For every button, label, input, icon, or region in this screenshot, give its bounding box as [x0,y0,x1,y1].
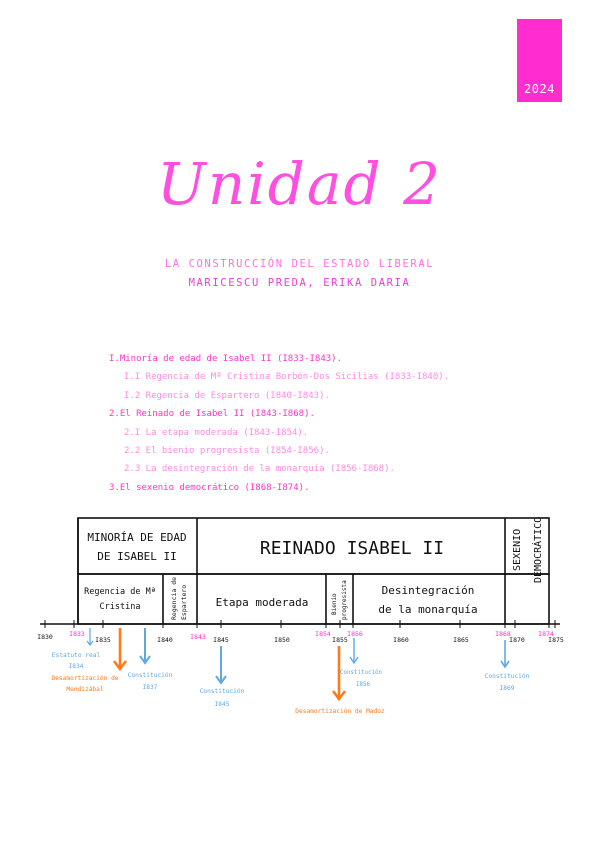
arrow-head [139,655,151,665]
event-mendizabal-line1: Desamortización de [51,674,118,682]
tick-label: I856 [347,630,363,638]
tick-label: I860 [393,636,409,644]
page-subtitle: LA CONSTRUCCIÓN DEL ESTADO LIBERAL [164,258,435,270]
toc-item: 3.El sexenio democrático (I868-I874). [109,482,310,493]
arrow-head [349,656,359,665]
header-sexenio-line2: DEMOCRÁTICO [531,517,544,583]
toc-item: 2.El Reinado de Isabel II (I843-I868). [109,409,315,420]
period-regencia-esp-line1: Regencia de [170,577,178,620]
toc-item: 2.3 La desintegración de la monarquía (I… [124,464,395,475]
event-const1856-line1: Constitución [340,669,382,676]
arrow-head [86,640,94,646]
period-regencia-esp-line2: Espartero [180,585,188,620]
period-regencia-mc-line2: Cristina [100,602,141,612]
toc-item: I.Minoría de edad de Isabel II (I833-I84… [109,354,342,364]
tick-label: I840 [157,636,173,644]
tick-label: I868 [495,630,511,638]
tick-label: I835 [95,636,111,644]
tick-label: I854 [315,630,331,638]
tick-labels: I830 I833 I835 I840 I843 I845 I850 I854 … [37,630,564,644]
year-label: 2024 [524,82,555,96]
event-const1837-line1: Constitución [128,671,173,679]
period-etapa-moderada: Etapa moderada [216,596,309,609]
event-estatuto-line2: I834 [69,663,84,670]
arrow-head [500,660,510,669]
event-const1869-line2: I869 [500,685,515,692]
tick-label: I833 [69,630,85,638]
header-minoria-line2: DE ISABEL II [97,550,176,563]
author-name: MARICESCU PREDA, ERIKA DARIA [188,277,411,289]
event-const1845-line2: I845 [215,701,230,708]
tick-label: I843 [190,633,206,641]
period-desint-line1: Desintegración [382,584,475,597]
event-const1856-line2: I856 [356,682,370,688]
toc-item: 2.2 El bienio progresista (I854-I856). [124,446,330,457]
year-badge: 2024 [517,19,562,102]
tick-label: I865 [453,636,469,644]
arrow-head [215,675,227,685]
event-mendizabal-line2: Mendizábal [66,685,104,693]
table-of-contents: I.Minoría de edad de Isabel II (I833-I84… [109,350,449,497]
period-regencia-mc-line1: Regencia de Mª [84,587,156,597]
toc-item: I.2 Regencia de Espartero (I840-I843). [124,390,330,401]
period-frame [77,573,550,625]
period-desint-line2: de la monarquía [378,603,477,616]
tick-label: I875 [548,636,564,644]
event-madoz: Desamortización de Madoz [295,707,385,715]
tick-label: I850 [274,636,290,644]
toc-item: I.I Regencia de Mª Cristina Borbón-Dos S… [124,372,450,383]
page-title: Unidad 2 [157,150,442,218]
toc-item: 2.I La etapa moderada (I843-I854). [124,427,309,438]
header-minoria-line1: MINORÍA DE EDAD [87,531,186,544]
tick-label: I874 [538,630,554,638]
tick-label: I855 [332,636,348,644]
tick-label: I870 [509,636,525,644]
period-bienio-line2: progresista [341,580,348,620]
event-const1845-line1: Constitución [200,687,245,695]
header-reinado: REINADO ISABEL II [260,538,444,559]
tick-label: I830 [37,633,53,641]
period-bienio-line1: Bienio [331,593,338,615]
header-sexenio-line1: SEXENIO [512,529,523,571]
tick-label: I845 [213,636,229,644]
event-const1837-line2: I837 [143,684,158,691]
event-estatuto-line1: Estatuto real [52,652,101,659]
axis-ticks [44,620,556,628]
event-const1869-line1: Constitución [485,672,530,680]
arrow-head [331,690,347,702]
arrow-head [112,660,128,672]
